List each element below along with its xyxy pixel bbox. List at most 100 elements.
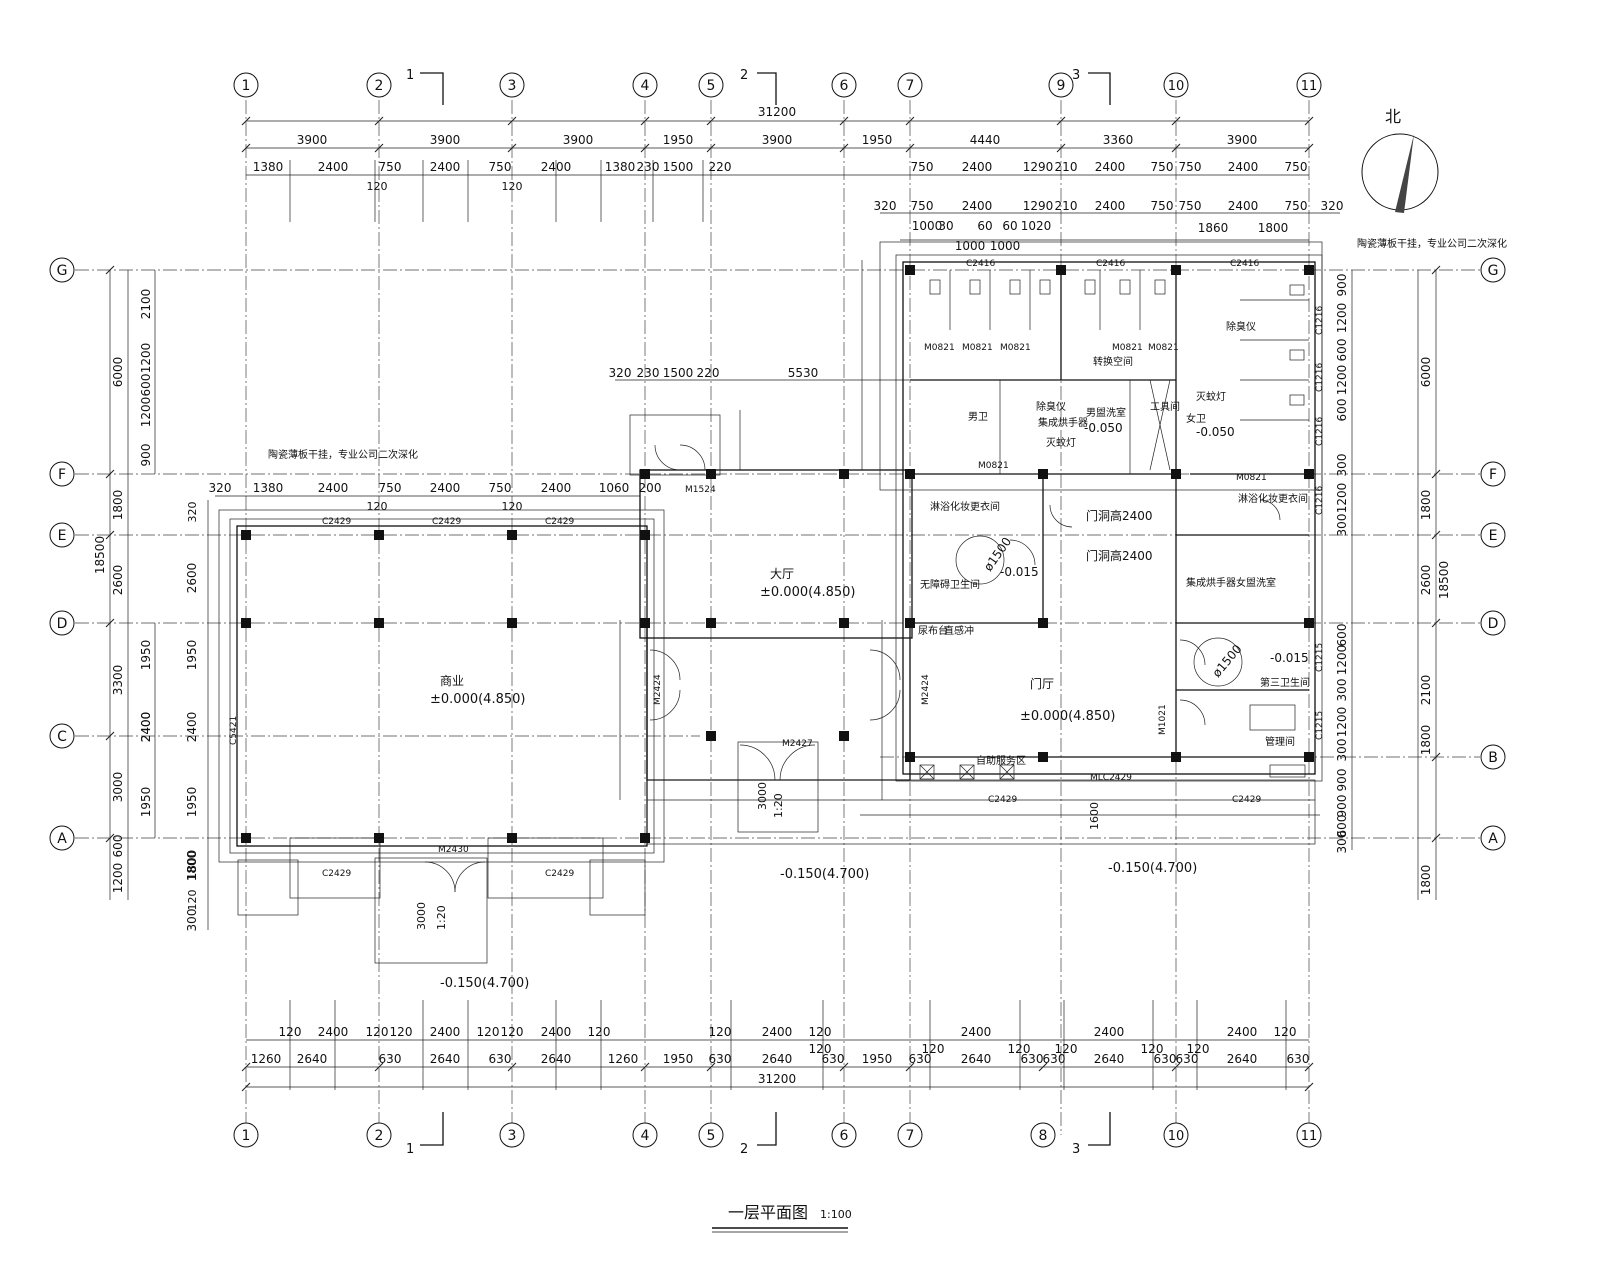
dim-t1-1: 3900 — [430, 133, 461, 147]
axis-bubble-2-top: 2 — [366, 72, 392, 98]
dim-ri-2: 600 — [1335, 339, 1349, 362]
dim-r-5: 1800 — [1419, 725, 1433, 756]
room-urinal: 直感冲 — [944, 624, 974, 637]
room-commercial: 商业 — [440, 673, 464, 688]
dim-b2-10: 2400 — [762, 1025, 793, 1039]
dim-w-2: 1500 — [663, 366, 694, 380]
axis-bubble-1-bottom: 1 — [233, 1122, 259, 1148]
tag-m0821-3: M0821 — [1000, 343, 1031, 353]
dim-t1-3: 1950 — [663, 133, 694, 147]
dim-r-1: 1800 — [1419, 490, 1433, 521]
dim-t3-0: 320 — [874, 199, 897, 213]
dimension-lines — [105, 116, 1441, 1092]
dim-b2-17: 120 — [1141, 1042, 1164, 1056]
axis-bubble-5-top: 5 — [698, 72, 724, 98]
dim-w-10: 750 — [489, 481, 512, 495]
doors — [424, 444, 1281, 893]
dim-t4-8: 1800 — [1258, 221, 1289, 235]
svg-text:6: 6 — [840, 1128, 849, 1144]
axis-bubble-5-bottom: 5 — [698, 1122, 724, 1148]
dim-ri-8: 600 — [1335, 624, 1349, 647]
room-commercial-level: ±0.000(4.850) — [430, 692, 525, 707]
axis-bubble-11-top: 11 — [1296, 72, 1322, 98]
svg-text:A: A — [57, 831, 67, 847]
dim-li-9: 120 — [186, 890, 199, 911]
axis-bubble-4-bottom: 4 — [632, 1122, 658, 1148]
level-exterior-1: -0.150(4.700) — [780, 867, 869, 882]
room-sterilizer-1: 灭蚊灯 — [1046, 436, 1076, 449]
dim-b2-3: 120 — [390, 1025, 413, 1039]
dim-top-total: 31200 — [758, 105, 796, 119]
ramp-length-2: 3000 — [415, 902, 428, 930]
dim-t2-11: 2400 — [962, 160, 993, 174]
dim-b1-18: 630 — [1176, 1052, 1199, 1066]
dim-b2-16: 2400 — [1094, 1025, 1125, 1039]
tag-c2416-1: C2416 — [966, 259, 995, 269]
dim-t1-4: 3900 — [762, 133, 793, 147]
section-label-bottom-1: 1 — [406, 1142, 414, 1157]
level-exterior-2: -0.150(4.700) — [1108, 861, 1197, 876]
dim-b1-9: 2640 — [762, 1052, 793, 1066]
dim-b2-14: 120 — [1008, 1042, 1031, 1056]
dim-b1-17: 630 — [1154, 1052, 1177, 1066]
axis-bubble-A-left: A — [49, 825, 75, 851]
dim-w-15: 120 — [502, 500, 523, 513]
dim-b2-2: 120 — [366, 1025, 389, 1039]
dim-r-3: 2600 — [1419, 565, 1433, 596]
dim-b1-3: 2640 — [430, 1052, 461, 1066]
room-management: 管理间 — [1265, 735, 1295, 748]
room-deodorizer-1: 除臭仪 — [1036, 400, 1066, 413]
dim-t4-0: 1000 — [912, 219, 943, 233]
dim-t2-2: 750 — [379, 160, 402, 174]
dim-ri-14: 900 — [1335, 795, 1349, 818]
axis-bubble-G-left: G — [49, 257, 75, 283]
svg-text:6: 6 — [840, 78, 849, 94]
dim-li-7: 1950 — [139, 787, 153, 818]
dim-w-13: 200 — [639, 481, 662, 495]
dim-l-3: 2600 — [111, 565, 125, 596]
svg-text:2: 2 — [375, 78, 384, 94]
ramp-length-1: 3000 — [756, 782, 769, 810]
section-label-bottom-3: 3 — [1072, 1142, 1080, 1157]
dim-t2-1: 2400 — [318, 160, 349, 174]
dim-ri-6: 1200 — [1335, 483, 1349, 514]
door-height-1: 门洞高2400 — [1086, 508, 1153, 523]
dim-t1-6: 4440 — [970, 133, 1001, 147]
room-transition: 转换空间 — [1093, 355, 1133, 368]
dim-b1-0: 1260 — [251, 1052, 282, 1066]
dim-l-1: 1800 — [111, 490, 125, 521]
tag-m0821-5: M0821 — [1148, 343, 1179, 353]
dim-w-0: 320 — [609, 366, 632, 380]
svg-text:A: A — [1488, 831, 1498, 847]
dim-b1-14: 630 — [1021, 1052, 1044, 1066]
dim-b2-13: 2400 — [961, 1025, 992, 1039]
dim-t2-0: 1380 — [253, 160, 284, 174]
dim-b2-19: 2400 — [1227, 1025, 1258, 1039]
dim-t4-1: 30 — [938, 219, 953, 233]
svg-text:1: 1 — [242, 1128, 251, 1144]
dim-t4-6: 1000 — [990, 239, 1021, 253]
dim-ri-9: 1200 — [1335, 645, 1349, 676]
room-hand-dryer: 集成烘手器 — [1038, 416, 1088, 429]
axis-bubble-D-right: D — [1480, 610, 1506, 636]
north-arrow: 北 — [1361, 107, 1439, 213]
walls — [218, 241, 1323, 964]
dim-li-13: 1950 — [185, 640, 199, 671]
dim-li-15: 1950 — [185, 787, 199, 818]
tag-c2429-1: C2429 — [322, 517, 351, 527]
dim-ri-15: 300 — [1335, 831, 1349, 854]
dim-ri-12: 300 — [1335, 739, 1349, 762]
tag-mlc2429: MLC2429 — [1090, 773, 1132, 783]
axis-bubbles-right: G F E D B A — [1480, 257, 1506, 851]
dim-b1-1: 2640 — [297, 1052, 328, 1066]
dim-b2-9: 120 — [709, 1025, 732, 1039]
dim-b1-4: 630 — [489, 1052, 512, 1066]
dim-w-3: 220 — [697, 366, 720, 380]
dim-li-6: 2400 — [185, 712, 199, 743]
dim-ri-16: 600 — [1335, 815, 1349, 838]
svg-text:5: 5 — [707, 1128, 716, 1144]
dim-l-6: 3000 — [111, 772, 125, 803]
dim-t3-10: 320 — [1321, 199, 1344, 213]
dim-b2-12: 120 — [922, 1042, 945, 1056]
room-shower-right: 淋浴化妆更衣间 — [1238, 492, 1308, 505]
